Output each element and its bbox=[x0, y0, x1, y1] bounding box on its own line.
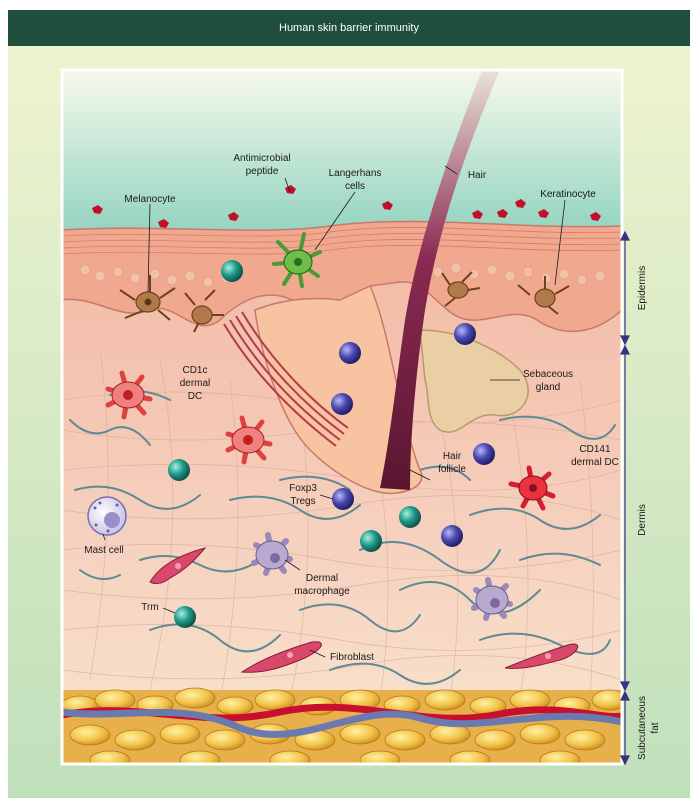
title-bar: Human skin barrier immunity bbox=[8, 10, 690, 46]
vein bbox=[62, 708, 622, 738]
melanocyte-cell bbox=[441, 271, 481, 307]
skin-section bbox=[62, 70, 622, 764]
label-foxp3-2: Tregs bbox=[290, 496, 315, 507]
fibroblast-cell bbox=[504, 643, 579, 669]
dermal-dc bbox=[225, 415, 273, 465]
label-langerhans-1: Langerhans bbox=[329, 168, 382, 179]
label-langerhans-2: cells bbox=[345, 181, 365, 192]
melanocytes bbox=[119, 271, 570, 333]
cd141-dermal-dc bbox=[508, 465, 556, 511]
label-cd141-1: CD141 bbox=[579, 444, 611, 455]
label-fibroblast: Fibroblast bbox=[330, 652, 374, 663]
fibroblast-cell bbox=[240, 641, 322, 673]
skin-surface bbox=[62, 70, 622, 240]
section-frame bbox=[60, 68, 624, 766]
figure-title: Human skin barrier immunity bbox=[279, 22, 419, 34]
arrector-pili-muscle bbox=[223, 311, 349, 447]
layer-arrows bbox=[620, 230, 630, 766]
langerhans-cell bbox=[272, 232, 322, 288]
leader-lines bbox=[102, 165, 566, 658]
label-cd1c-1: CD1c bbox=[182, 365, 207, 376]
cd1c-dermal-dc bbox=[105, 370, 153, 420]
label-hair-follicle-2: follicle bbox=[438, 464, 466, 475]
melanocyte-cell bbox=[184, 289, 224, 333]
dermal-macrophage bbox=[251, 532, 293, 576]
label-macrophage-2: macrophage bbox=[294, 586, 350, 597]
label-dermis: Dermis bbox=[637, 504, 648, 536]
macrophage bbox=[471, 577, 513, 621]
antimicrobial-peptides bbox=[92, 185, 601, 228]
foxp3-tregs bbox=[331, 323, 495, 547]
label-macrophage-1: Dermal bbox=[306, 573, 338, 584]
label-melanocyte: Melanocyte bbox=[124, 194, 176, 205]
label-antimicrobial-1: Antimicrobial bbox=[233, 153, 290, 164]
subcutaneous-layer bbox=[62, 687, 622, 764]
label-foxp3-1: Foxp3 bbox=[289, 483, 317, 494]
label-hair-follicle-1: Hair bbox=[443, 451, 462, 462]
label-sebaceous-2: gland bbox=[536, 382, 560, 393]
label-mast-cell: Mast cell bbox=[84, 545, 123, 556]
label-cd1c-2: dermal bbox=[180, 378, 211, 389]
hair-shaft bbox=[380, 70, 500, 490]
elastic-fibers bbox=[69, 390, 616, 685]
label-subcutaneous-2: fat bbox=[650, 722, 661, 733]
label-epidermis: Epidermis bbox=[637, 266, 648, 310]
label-hair: Hair bbox=[468, 170, 487, 181]
epidermis-layer bbox=[62, 220, 622, 333]
label-cd1c-3: DC bbox=[188, 391, 202, 402]
sebaceous-gland-shape bbox=[419, 329, 529, 433]
label-keratinocyte: Keratinocyte bbox=[540, 189, 596, 200]
mast-cell bbox=[87, 496, 127, 536]
stratum-corneum bbox=[62, 227, 622, 255]
trm-cells bbox=[168, 260, 421, 628]
melanocyte-cell bbox=[119, 275, 176, 321]
keratinocyte-texture bbox=[79, 260, 606, 288]
label-antimicrobial-2: peptide bbox=[246, 166, 279, 177]
label-cd141-2: dermal DC bbox=[571, 457, 619, 468]
melanocyte-cell bbox=[517, 276, 570, 315]
label-trm: Trm bbox=[141, 602, 158, 613]
label-sebaceous-1: Sebaceous bbox=[523, 369, 573, 380]
label-subcutaneous-1: Subcutaneous bbox=[637, 696, 648, 760]
